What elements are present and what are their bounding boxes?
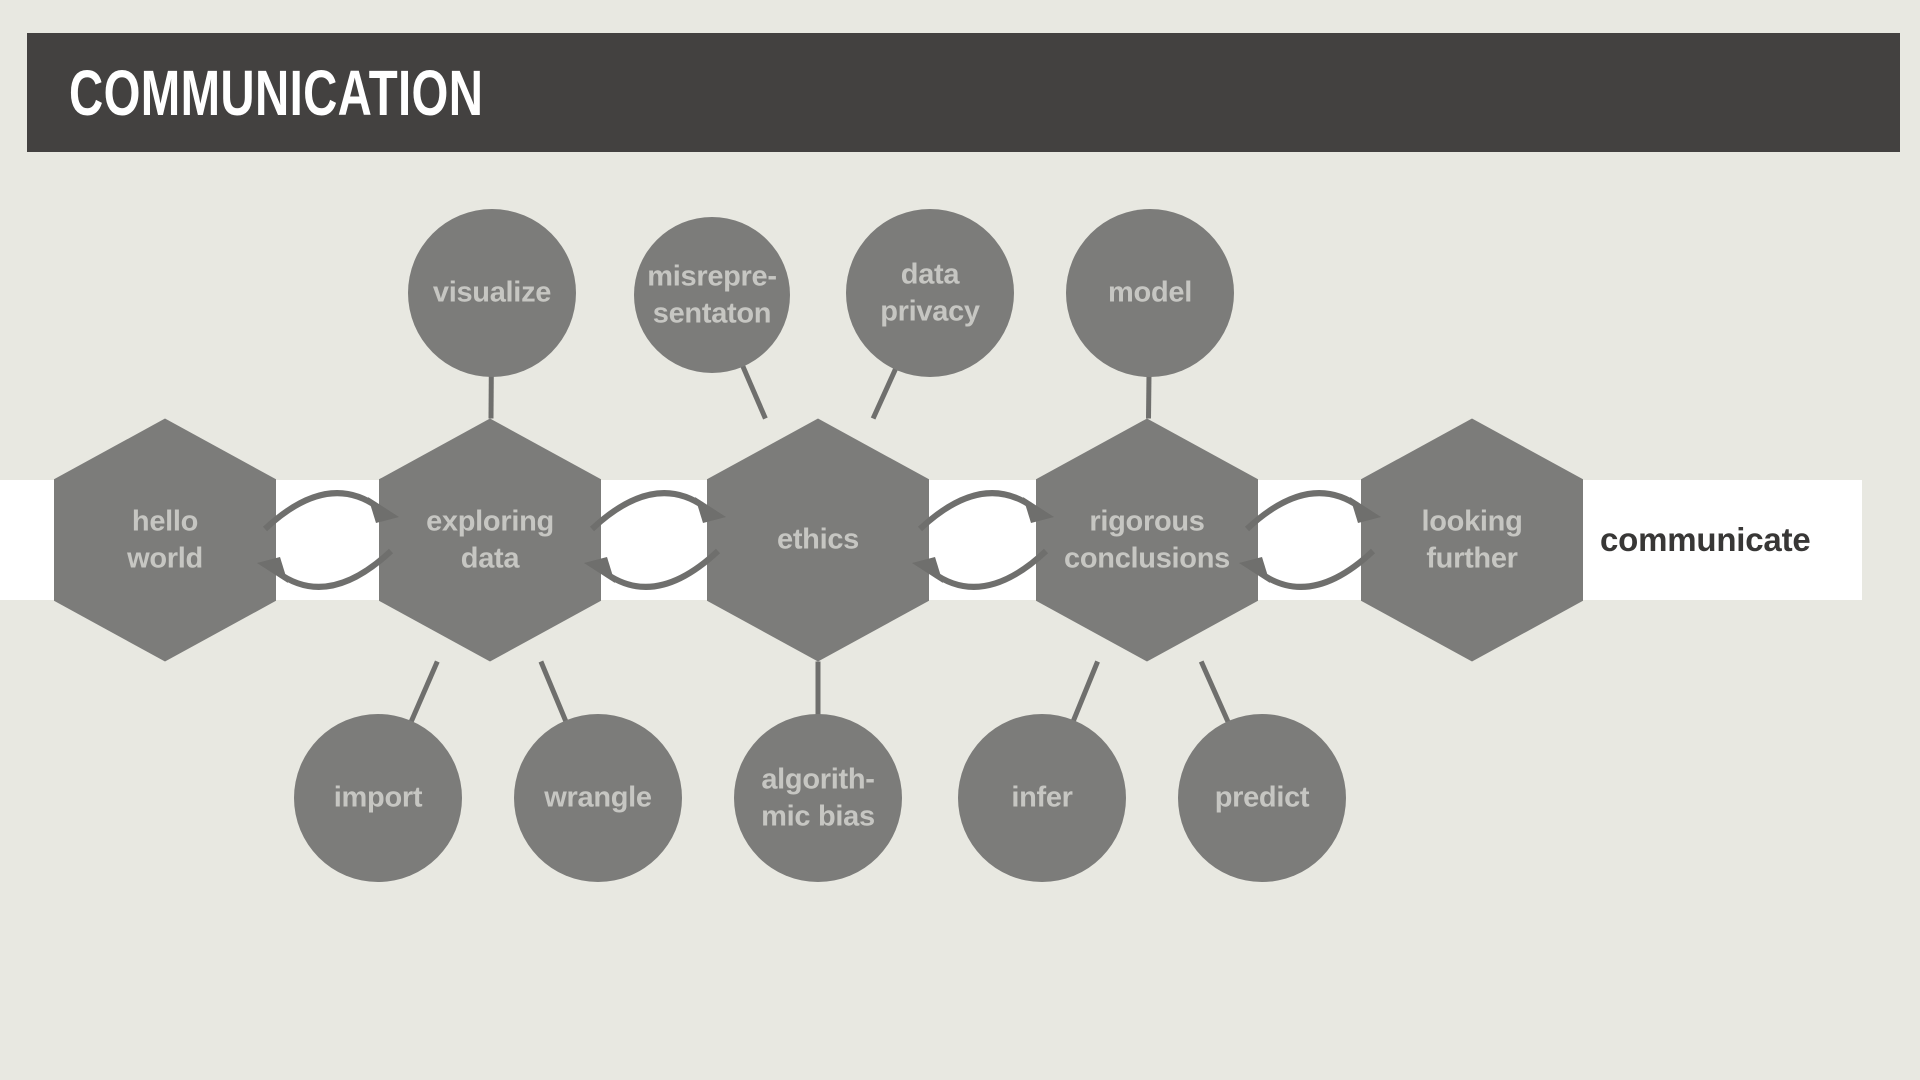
arrow-head-backward xyxy=(584,557,615,583)
arrow-curve-forward xyxy=(262,490,381,532)
circle-predict[interactable] xyxy=(1178,714,1346,882)
connector-line xyxy=(1070,660,1100,723)
hexagon-looking-further[interactable] xyxy=(1361,418,1583,662)
connector-line xyxy=(870,366,899,420)
circle-wrangle[interactable] xyxy=(514,714,682,882)
arrow-head-forward xyxy=(695,497,726,523)
arrow-pair-rigorous-conclusions--looking-further xyxy=(1239,490,1381,590)
header-bar: COMMUNICATION xyxy=(27,33,1900,152)
circle-model[interactable] xyxy=(1066,209,1234,377)
circle-visualize[interactable] xyxy=(408,209,576,377)
connector-line xyxy=(538,660,569,724)
arrow-curve-backward xyxy=(1257,548,1376,590)
circle-data-privacy[interactable] xyxy=(846,209,1014,377)
connector-line xyxy=(739,363,768,420)
page-title: COMMUNICATION xyxy=(69,56,484,129)
arrow-head-forward xyxy=(368,497,399,523)
arrow-pair-exploring-data--ethics xyxy=(584,490,726,590)
circle-misrepresentaton[interactable] xyxy=(634,217,790,373)
arrow-curve-forward xyxy=(589,490,708,532)
circle-import[interactable] xyxy=(294,714,462,882)
circle-algorithmic-bias[interactable] xyxy=(734,714,902,882)
arrow-curve-backward xyxy=(602,548,721,590)
hexagon-ethics[interactable] xyxy=(707,418,929,662)
circle-infer[interactable] xyxy=(958,714,1126,882)
arrow-curve-backward xyxy=(930,548,1049,590)
connector-line xyxy=(1198,660,1231,725)
hexagon-rigorous-conclusions[interactable] xyxy=(1036,418,1258,662)
arrow-curve-forward xyxy=(1244,490,1363,532)
arrow-head-forward xyxy=(1023,497,1054,523)
arrow-head-backward xyxy=(257,557,288,583)
arrow-curve-backward xyxy=(275,548,394,590)
hexagon-exploring-data[interactable] xyxy=(379,418,601,662)
arrow-curve-forward xyxy=(917,490,1036,532)
hexagon-hello-world[interactable] xyxy=(54,418,276,662)
arrow-head-forward xyxy=(1350,497,1381,523)
arrow-head-backward xyxy=(912,557,943,583)
connector-line xyxy=(1146,374,1152,419)
arrow-pair-hello-world--exploring-data xyxy=(257,490,399,590)
communicate-label: communicate xyxy=(1600,521,1811,558)
arrow-pair-ethics--rigorous-conclusions xyxy=(912,490,1054,590)
arrow-head-backward xyxy=(1239,557,1270,583)
connector-line xyxy=(408,660,440,724)
